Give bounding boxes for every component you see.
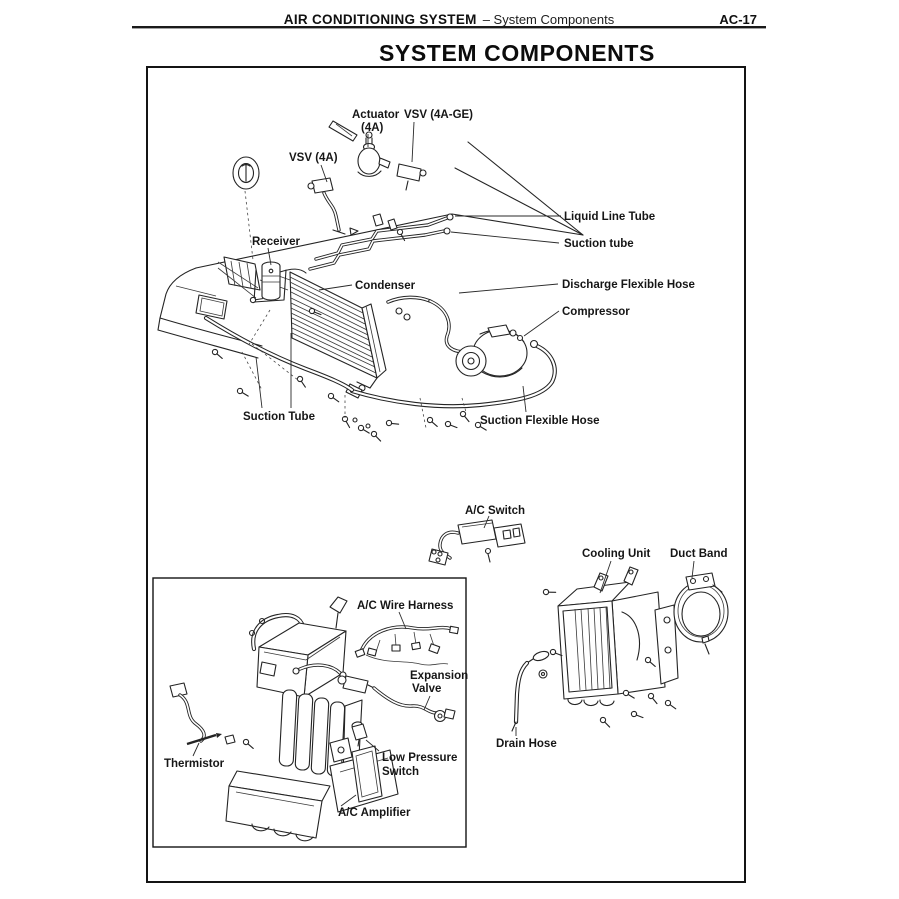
duct-band-part	[673, 572, 729, 655]
label-ac-switch: A/C Switch	[465, 505, 525, 517]
label-discharge-flexible-hose: Discharge Flexible Hose	[562, 279, 695, 291]
ac-amplifier-part	[329, 737, 383, 803]
cooling-unit-part	[542, 566, 679, 728]
thermistor-part	[169, 682, 256, 750]
compressor-part	[455, 324, 528, 378]
label-condenser: Condenser	[355, 280, 416, 292]
evaporator-upper-case	[248, 596, 348, 698]
diagram-outer-frame	[146, 66, 746, 883]
suction-tube-part	[203, 315, 355, 393]
condenser-part	[279, 268, 387, 399]
label-liquid-line-tube: Liquid Line Tube	[564, 211, 655, 223]
vsv-4a-part	[307, 177, 359, 236]
ac-switch-part	[428, 519, 526, 566]
evaporator-inset-frame	[152, 577, 467, 848]
label-receiver: Receiver	[252, 236, 300, 248]
drain-hose-part	[511, 650, 550, 732]
label-low-pressure: Low Pressure	[382, 752, 457, 764]
label-suction-flexible-hose: Suction Flexible Hose	[480, 415, 600, 427]
label-drain-hose: Drain Hose	[496, 738, 557, 750]
fasteners	[210, 292, 488, 442]
label-low-pressure-switch: Switch	[382, 766, 419, 778]
actuator-part	[328, 120, 391, 177]
vsv-4age-part	[396, 163, 427, 191]
label-expansion-valve: Valve	[412, 683, 441, 695]
liquid-and-suction-tubes	[308, 213, 454, 271]
header-rule	[132, 26, 766, 29]
page-number: AC-17	[719, 12, 757, 27]
car-front-outline	[157, 141, 584, 359]
receiver-part	[217, 261, 287, 303]
label-suction-tube-lower: Suction Tube	[243, 411, 315, 423]
expansion-valve-part	[337, 675, 456, 723]
low-pressure-switch-part	[351, 721, 368, 747]
label-duct-band: Duct Band	[670, 548, 728, 560]
ac-wire-harness-part	[354, 625, 460, 666]
leader-lines	[192, 121, 695, 807]
suction-flexible-hose-part	[349, 339, 557, 409]
label-ac-amplifier: A/C Amplifier	[338, 807, 411, 819]
label-actuator-sub: (4A)	[361, 122, 384, 134]
page-title: SYSTEM COMPONENTS	[379, 40, 655, 66]
label-compressor: Compressor	[562, 306, 630, 318]
label-actuator: Actuator	[352, 109, 400, 121]
header-section-sub: – System Components	[483, 12, 615, 27]
label-vsv-4a: VSV (4A)	[289, 152, 338, 164]
label-ac-wire-harness: A/C Wire Harness	[357, 600, 453, 612]
label-suction-tube-upper: Suction tube	[564, 238, 634, 250]
header-section-title: AIR CONDITIONING SYSTEM	[284, 12, 477, 27]
discharge-hose-part	[386, 295, 489, 354]
label-cooling-unit: Cooling Unit	[582, 548, 651, 560]
label-thermistor: Thermistor	[164, 758, 225, 770]
label-expansion: Expansion	[410, 670, 468, 682]
page-header: AIR CONDITIONING SYSTEM – System Componen…	[284, 12, 615, 27]
fan-clutch-part	[232, 156, 260, 261]
label-vsv-4age: VSV (4A-GE)	[404, 109, 473, 121]
